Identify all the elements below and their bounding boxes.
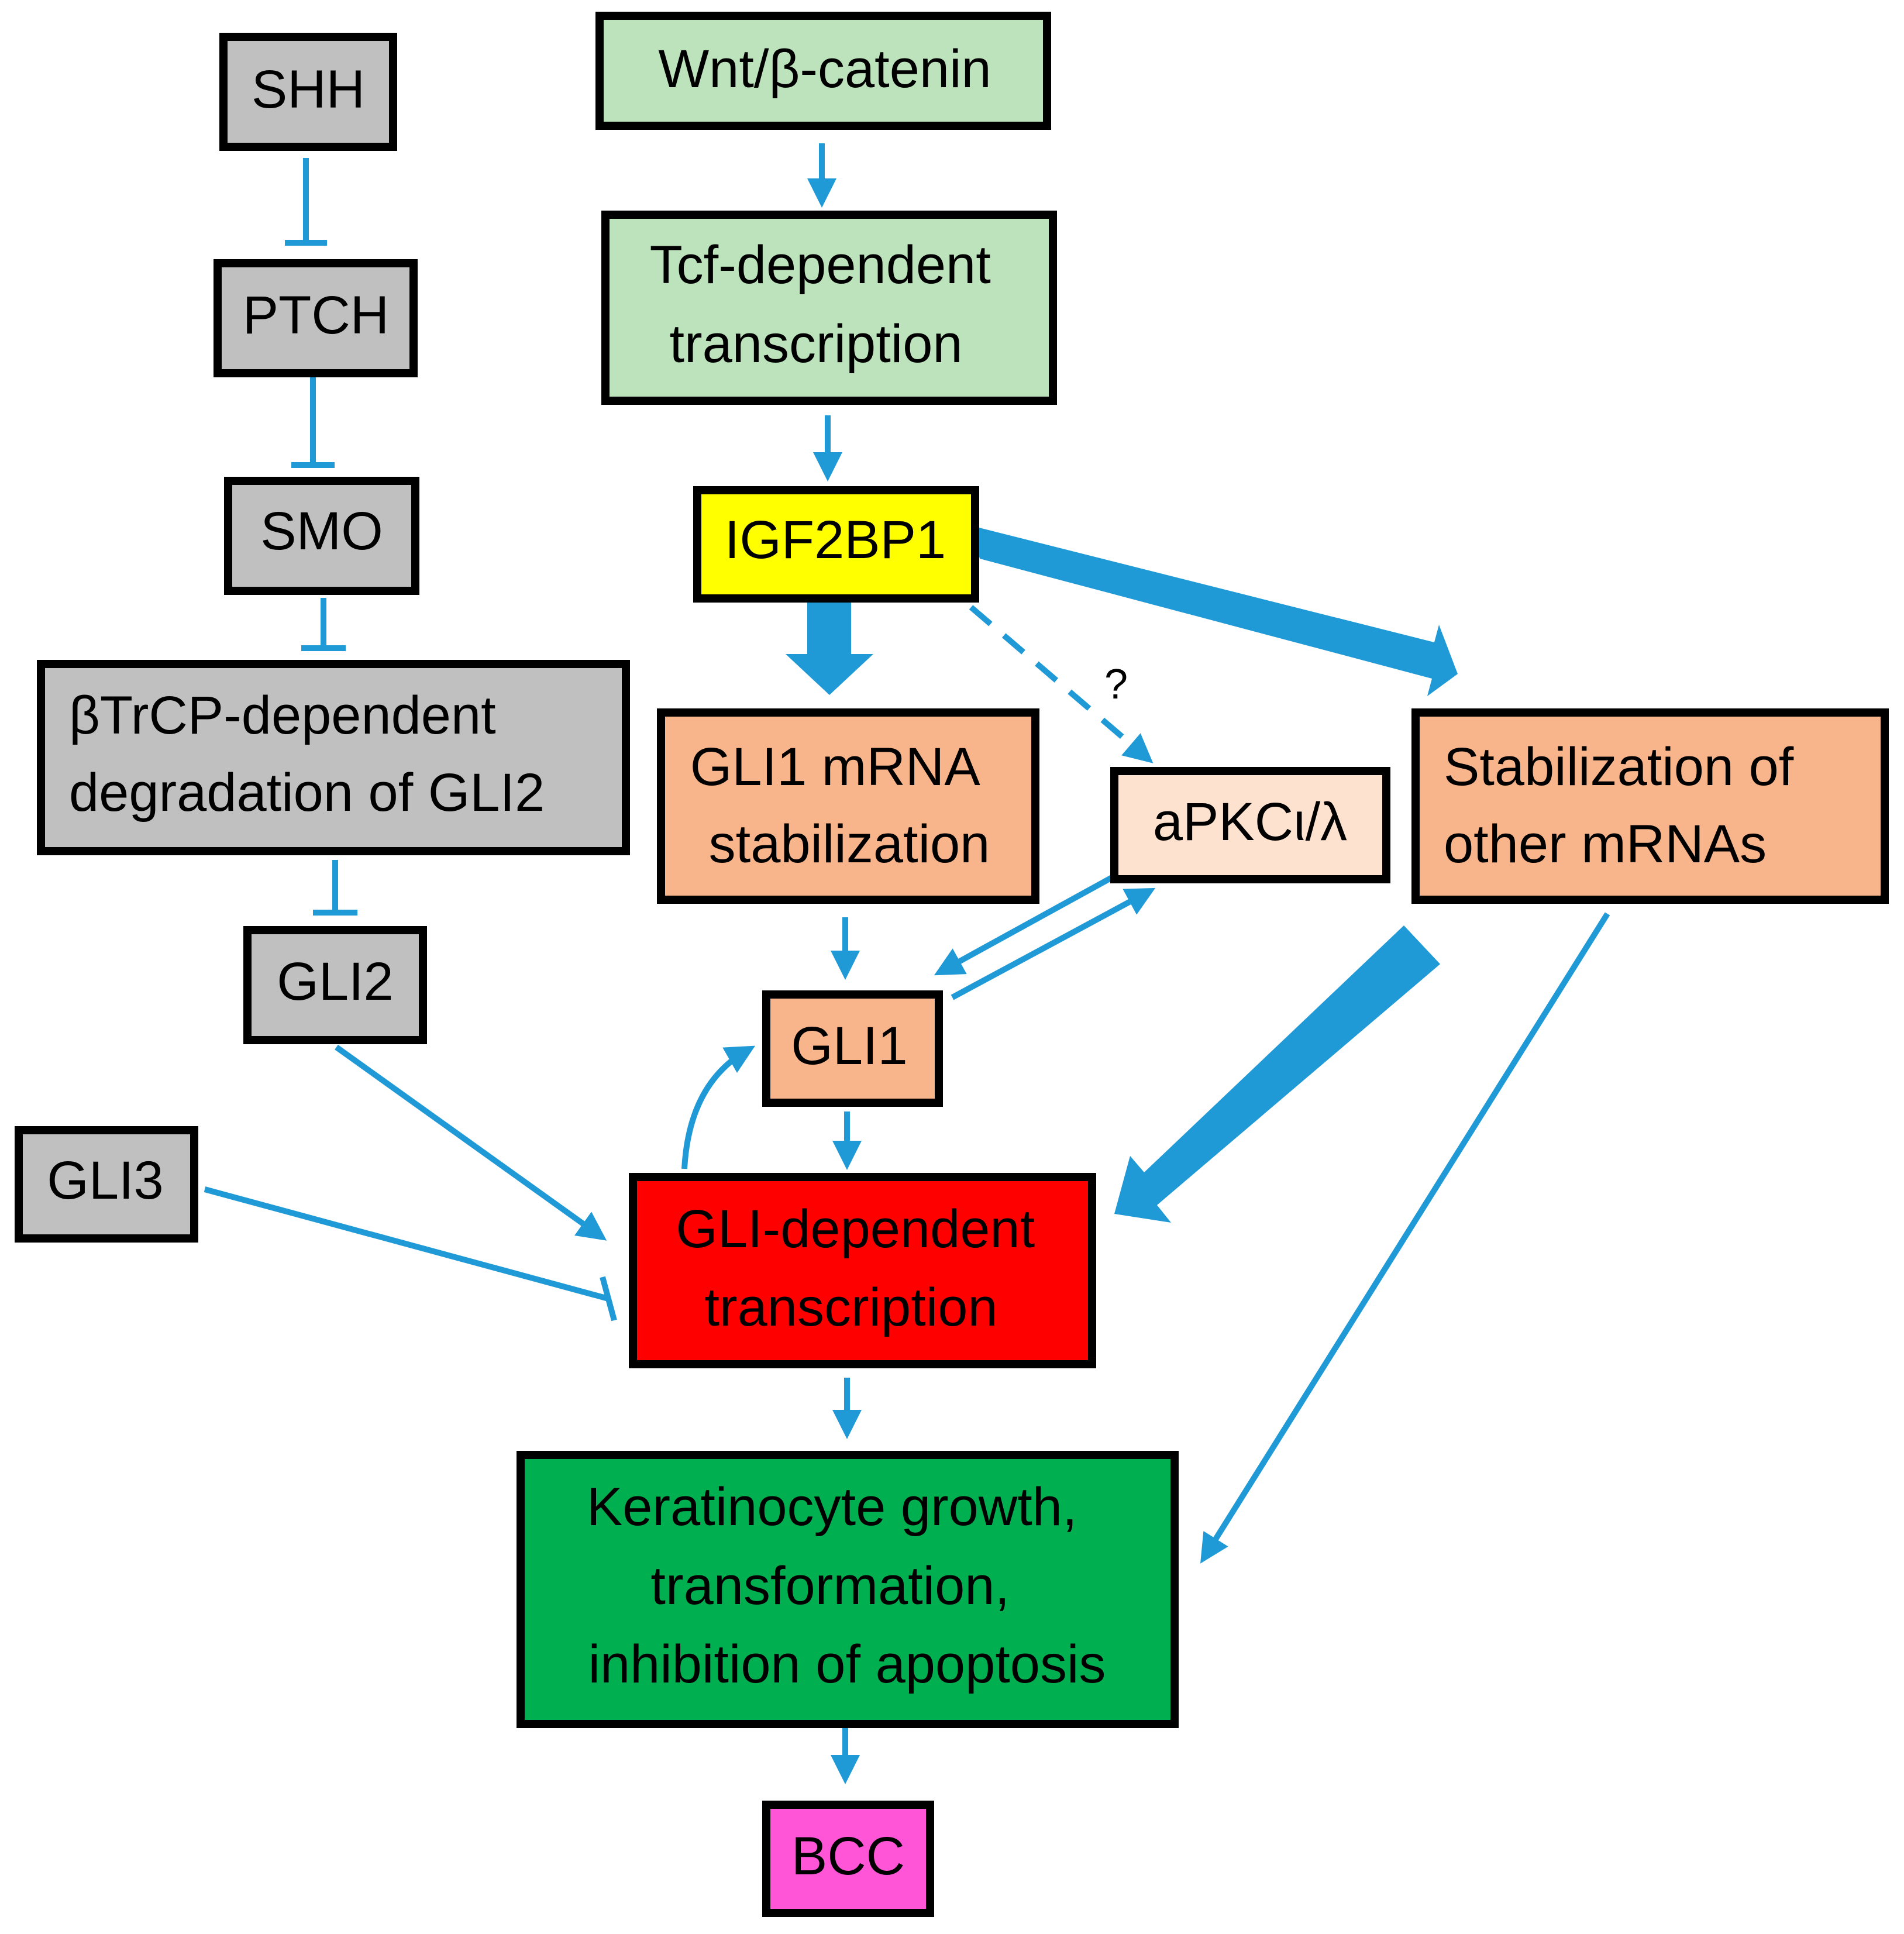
node-igf2bp1: IGF2BP1 [693,486,979,603]
node-label: GLI-dependent [676,1199,1035,1259]
node-label: Keratinocyte growth, [587,1477,1077,1537]
node-shh: SHH [219,33,397,151]
node-tcf: Tcf-dependent transcription [601,211,1057,405]
inhibit-btrcp-gli2 [313,860,357,916]
svg-text:GLI2: GLI2 [277,952,393,1011]
svg-text:Keratinocyte growth, tra: Keratinocyte growth, transformation, inh… [587,1477,1106,1694]
node-label: BCC [791,1826,905,1886]
svg-text:GLI3: GLI3 [47,1151,163,1210]
node-label: aPKCι/λ [1153,792,1347,852]
node-label: SHH [252,60,365,119]
svg-text:GLI1: GLI1 [791,1016,907,1076]
arrow-igf2bp1-apkc-dashed [969,605,1154,763]
svg-text:Stabilization of other m: Stabilization of other mRNAs [1444,737,1809,874]
svg-text:IGF2BP1: IGF2BP1 [725,510,946,570]
node-label: stabilization [709,814,990,874]
arrow-gli-transcription-gli1-feedback [681,1045,756,1169]
node-btrcp: βTrCP-dependent degradation of GLI2 [37,660,630,855]
node-gli1: GLI1 [762,990,943,1107]
node-label: IGF2BP1 [725,510,946,570]
node-other-mrnas: Stabilization of other mRNAs [1411,708,1889,904]
block-arrow-igf2bp1-gli1-mrna [786,603,873,695]
node-label: transcription [669,314,962,374]
arrow-gli1-apkc [951,887,1156,1000]
block-arrow-other-mrnas-gli-transcription [1114,925,1440,1223]
node-apkc: aPKCι/λ [1110,767,1390,883]
svg-text:SHH: SHH [252,60,365,119]
svg-text:βTrCP-dependent degradat: βTrCP-dependent degradation of GLI2 [69,686,545,823]
svg-text:Tcf-dependent transcript: Tcf-dependent transcription [650,235,1006,374]
svg-text:PTCH: PTCH [243,285,389,345]
node-label: GLI1 mRNA [690,737,981,797]
node-label: Tcf-dependent [650,235,991,295]
inhibit-gli3-gli-transcription [204,1186,617,1322]
node-label: other mRNAs [1444,814,1767,874]
svg-text:aPKCι/λ: aPKCι/λ [1153,792,1347,852]
node-gli3: GLI3 [15,1126,198,1243]
node-smo: SMO [224,477,419,595]
node-label: Wnt/β-catenin [658,39,991,99]
node-wnt: Wnt/β-catenin [595,12,1051,130]
node-label: GLI3 [47,1151,163,1210]
node-label: βTrCP-dependent [69,686,496,745]
block-arrow-igf2bp1-other-mrnas [970,525,1458,696]
edges: ? [204,143,1610,1784]
node-gli-dependent-transcription: GLI-dependent transcription [629,1173,1096,1368]
node-ptch: PTCH [214,259,418,377]
arrow-other-mrnas-keratinocyte [1200,912,1610,1564]
node-label: Stabilization of [1444,737,1794,797]
node-bcc: BCC [762,1801,934,1917]
node-label: GLI2 [277,952,393,1011]
node-label: GLI1 [791,1016,907,1076]
node-gli2: GLI2 [243,926,427,1044]
node-label: PTCH [243,285,389,345]
node-label: SMO [260,501,383,561]
node-label: inhibition of apoptosis [588,1634,1106,1694]
node-label: degradation of GLI2 [69,763,545,823]
svg-text:GLI-dependent transcript: GLI-dependent transcription [676,1199,1049,1337]
node-label: transcription [704,1278,997,1337]
inhibit-shh-ptch [285,158,327,246]
svg-text:SMO: SMO [260,501,383,561]
uncertain-label: ? [1104,661,1128,708]
node-label: transformation, [650,1556,1010,1616]
node-gli1-mrna-stabilization: GLI1 mRNA stabilization [657,708,1039,904]
svg-text:GLI1 mRNA stabilization: GLI1 mRNA stabilization [690,737,992,874]
inhibit-ptch-smo [291,374,335,468]
svg-text:Wnt/β-catenin: Wnt/β-catenin [658,39,991,99]
inhibit-smo-btrcp [301,598,346,651]
arrow-apkc-gli1 [934,872,1119,976]
arrow-gli2-gli-transcription [335,1044,607,1241]
node-keratinocyte-outcomes: Keratinocyte growth, transformation, inh… [517,1451,1179,1728]
svg-text:BCC: BCC [791,1826,905,1886]
